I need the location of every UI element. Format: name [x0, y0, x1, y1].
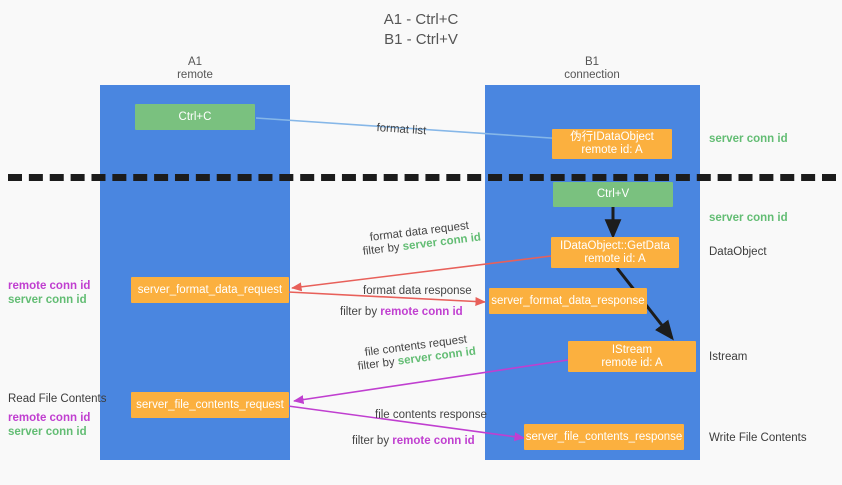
lane-a1-sub: remote [177, 69, 213, 81]
node-proxy-idataobject[interactable]: 伪行IDataObject remote id: A [552, 129, 672, 159]
node-idataobject-getdata-sub: remote id: A [584, 252, 646, 265]
lane-b1-sub: connection [564, 69, 620, 81]
lane-a1-name: A1 [187, 56, 203, 68]
label-read-file-contents: Read File Contents [8, 393, 107, 405]
filter-prefix: filter by [362, 241, 404, 258]
label-remote-conn-id-2: remote conn id [8, 412, 91, 424]
node-proxy-idataobject-sub: remote id: A [581, 144, 643, 156]
lane-b1-name: B1 [584, 56, 600, 68]
node-server-file-contents-request-label: server_file_contents_request [136, 398, 284, 411]
node-server-file-contents-request[interactable]: server_file_contents_request [131, 392, 289, 418]
edge-label-file-contents-response: file contents response [375, 409, 487, 421]
filter-prefix: filter by [352, 435, 393, 447]
label-dataobject: DataObject [709, 246, 767, 258]
node-server-format-data-response-label: server_format_data_response [491, 294, 645, 307]
label-write-file-contents: Write File Contents [709, 432, 807, 444]
edge-label-format-data-response: format data response [363, 285, 472, 297]
filter-prefix: filter by [357, 355, 399, 373]
edge-label-format-data-response-filter: filter by remote conn id [340, 305, 463, 319]
label-server-conn-id-2: server conn id [8, 426, 87, 438]
node-istream[interactable]: IStream remote id: A [568, 341, 696, 372]
filter-token-remote-conn-id: remote conn id [392, 435, 475, 447]
dashed-divider [8, 174, 836, 181]
lane-header-b1: B1 connection [497, 56, 687, 82]
node-ctrl-v-label: Ctrl+V [596, 188, 630, 200]
node-ctrl-v[interactable]: Ctrl+V [553, 182, 673, 207]
node-idataobject-getdata-label: IDataObject::GetData [560, 239, 670, 252]
label-server-conn-id-mid: server conn id [709, 212, 788, 224]
page-title: A1 - Ctrl+C B1 - Ctrl+V [0, 10, 842, 50]
node-istream-label: IStream [611, 343, 653, 356]
lane-header-a1: A1 remote [100, 56, 290, 82]
node-idataobject-getdata[interactable]: IDataObject::GetData remote id: A [551, 237, 679, 268]
edge-label-format-list: format list [376, 121, 427, 138]
node-proxy-idataobject-label: 伪行IDataObject [570, 131, 654, 143]
filter-prefix: filter by [340, 306, 381, 318]
title-line-1: A1 - Ctrl+C [383, 11, 459, 28]
label-istream: Istream [709, 351, 748, 363]
node-server-format-data-request-label: server_format_data_request [137, 283, 283, 296]
node-ctrl-c[interactable]: Ctrl+C [135, 104, 255, 130]
edge-label-file-contents-response-filter: filter by remote conn id [352, 434, 475, 448]
filter-token-remote-conn-id: remote conn id [380, 306, 463, 318]
node-server-format-data-response[interactable]: server_format_data_response [489, 288, 647, 314]
node-server-file-contents-response[interactable]: server_file_contents_response [524, 424, 684, 450]
label-server-conn-id-1: server conn id [8, 294, 87, 306]
node-ctrl-c-label: Ctrl+C [178, 110, 212, 123]
node-server-format-data-request[interactable]: server_format_data_request [131, 277, 289, 303]
label-remote-conn-id-1: remote conn id [8, 280, 91, 292]
node-istream-sub: remote id: A [601, 356, 663, 369]
node-server-file-contents-response-label: server_file_contents_response [525, 430, 683, 443]
title-line-2: B1 - Ctrl+V [384, 31, 458, 48]
label-server-conn-id-top: server conn id [709, 133, 788, 145]
